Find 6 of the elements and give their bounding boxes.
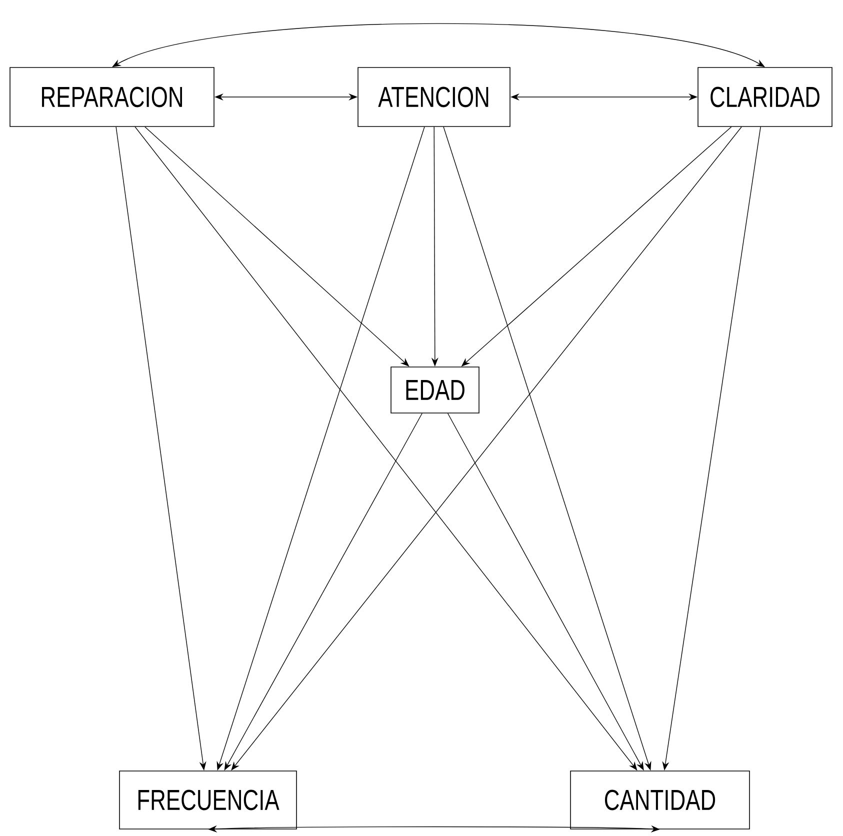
variable-box: CLARIDAD <box>698 67 832 127</box>
variable-box: FRECUENCIA <box>119 770 297 830</box>
variable-box: CANTIDAD <box>570 770 750 830</box>
variable-box: ATENCION <box>358 67 510 127</box>
variable-box: REPARACION <box>10 67 214 127</box>
variable-box: EDAD <box>390 366 480 414</box>
